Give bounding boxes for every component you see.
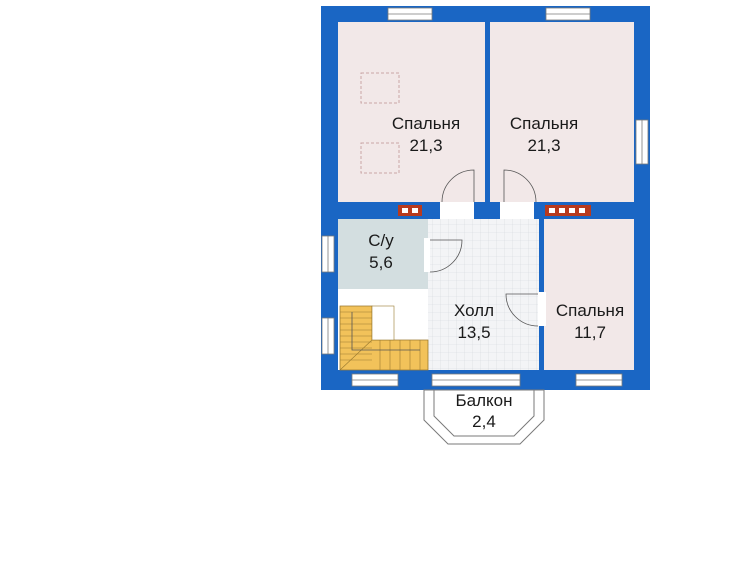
- windows: [321, 7, 649, 387]
- skylight-1: [360, 72, 400, 104]
- vent-shaft-left: [398, 205, 422, 216]
- bedroom-top-left-floor: [338, 22, 485, 202]
- room-name-bedroom-3: Спальня: [556, 301, 624, 320]
- bedroom-top-right-floor: [490, 22, 634, 202]
- hall-floor: [428, 219, 539, 370]
- room-name-hall: Холл: [454, 301, 494, 320]
- balcony: [423, 389, 545, 445]
- room-area-bathroom: 5,6: [369, 253, 393, 272]
- staircase: [339, 305, 429, 371]
- room-name-bathroom: С/у: [368, 231, 394, 250]
- room-area-hall: 13,5: [457, 323, 490, 342]
- room-name-bedroom-2: Спальня: [510, 114, 578, 133]
- bathroom-floor: [338, 219, 428, 289]
- room-area-bedroom-1: 21,3: [409, 136, 442, 155]
- room-area-bedroom-2: 21,3: [527, 136, 560, 155]
- skylight-2: [360, 142, 400, 174]
- door-swings: [429, 169, 539, 327]
- room-name-balcony: Балкон: [455, 391, 512, 410]
- room-area-bedroom-3: 11,7: [574, 323, 606, 342]
- room-area-balcony: 2,4: [472, 412, 496, 431]
- vent-shaft-right: [545, 205, 591, 216]
- room-name-bedroom-1: Спальня: [392, 114, 460, 133]
- bedroom-right-floor: [544, 219, 634, 370]
